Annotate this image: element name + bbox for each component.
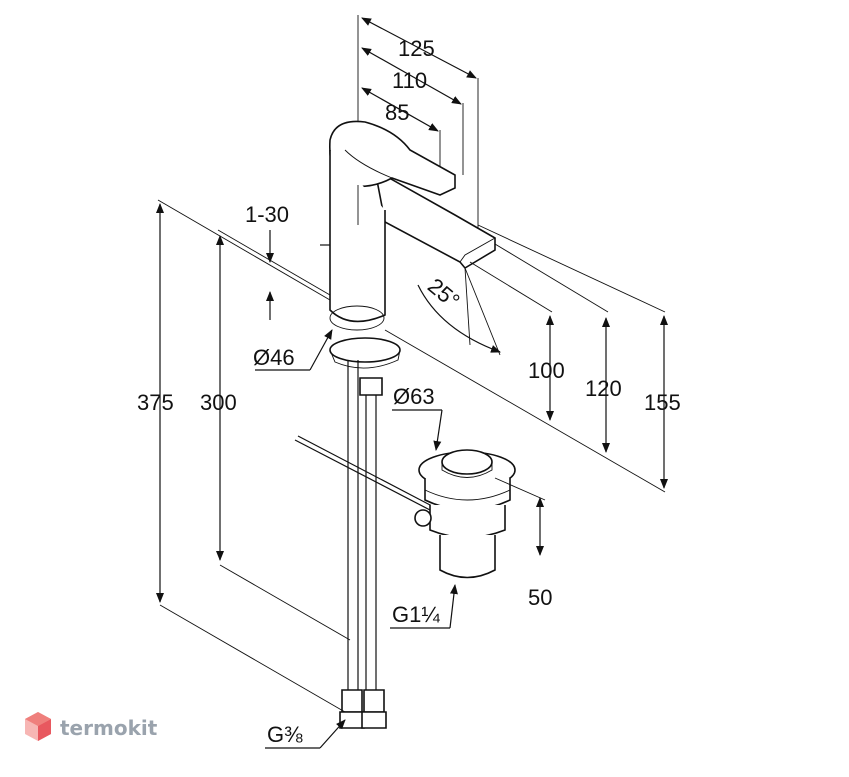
dim-waste-diameter: Ø63	[393, 384, 435, 409]
reach-dimension-lines	[357, 15, 479, 235]
termokit-logo: termokit	[25, 712, 158, 741]
connection-thread-leader	[265, 719, 346, 749]
dim-110: 110	[392, 68, 427, 93]
dim-waste-thread: G1¼	[392, 602, 440, 627]
dim-height-120: 120	[585, 376, 622, 401]
spout-angle-dim	[417, 267, 501, 356]
dim-spout-angle: 25°	[423, 273, 465, 314]
left-height-dims	[156, 199, 351, 713]
dim-overall-height: 375	[137, 390, 174, 415]
waste-height-dim	[494, 477, 546, 556]
dim-height-155: 155	[644, 390, 681, 415]
logo-text: termokit	[60, 716, 158, 740]
faucet-body	[294, 120, 496, 729]
dim-125: 125	[398, 36, 435, 61]
right-height-dims	[384, 224, 668, 493]
dim-waste-height: 50	[528, 585, 552, 610]
dim-height-100: 100	[528, 358, 565, 383]
waste-thread-leader	[390, 584, 458, 629]
diameter-46-leader	[255, 329, 333, 371]
diameter-63-leader	[392, 409, 443, 451]
dim-85: 85	[385, 100, 409, 125]
dim-height-300: 300	[200, 390, 237, 415]
dim-connection-thread: G⅜	[267, 722, 303, 747]
dim-lever-range: 1-30	[245, 202, 289, 227]
dim-body-diameter: Ø46	[253, 345, 295, 370]
waste-fitting	[414, 449, 516, 579]
